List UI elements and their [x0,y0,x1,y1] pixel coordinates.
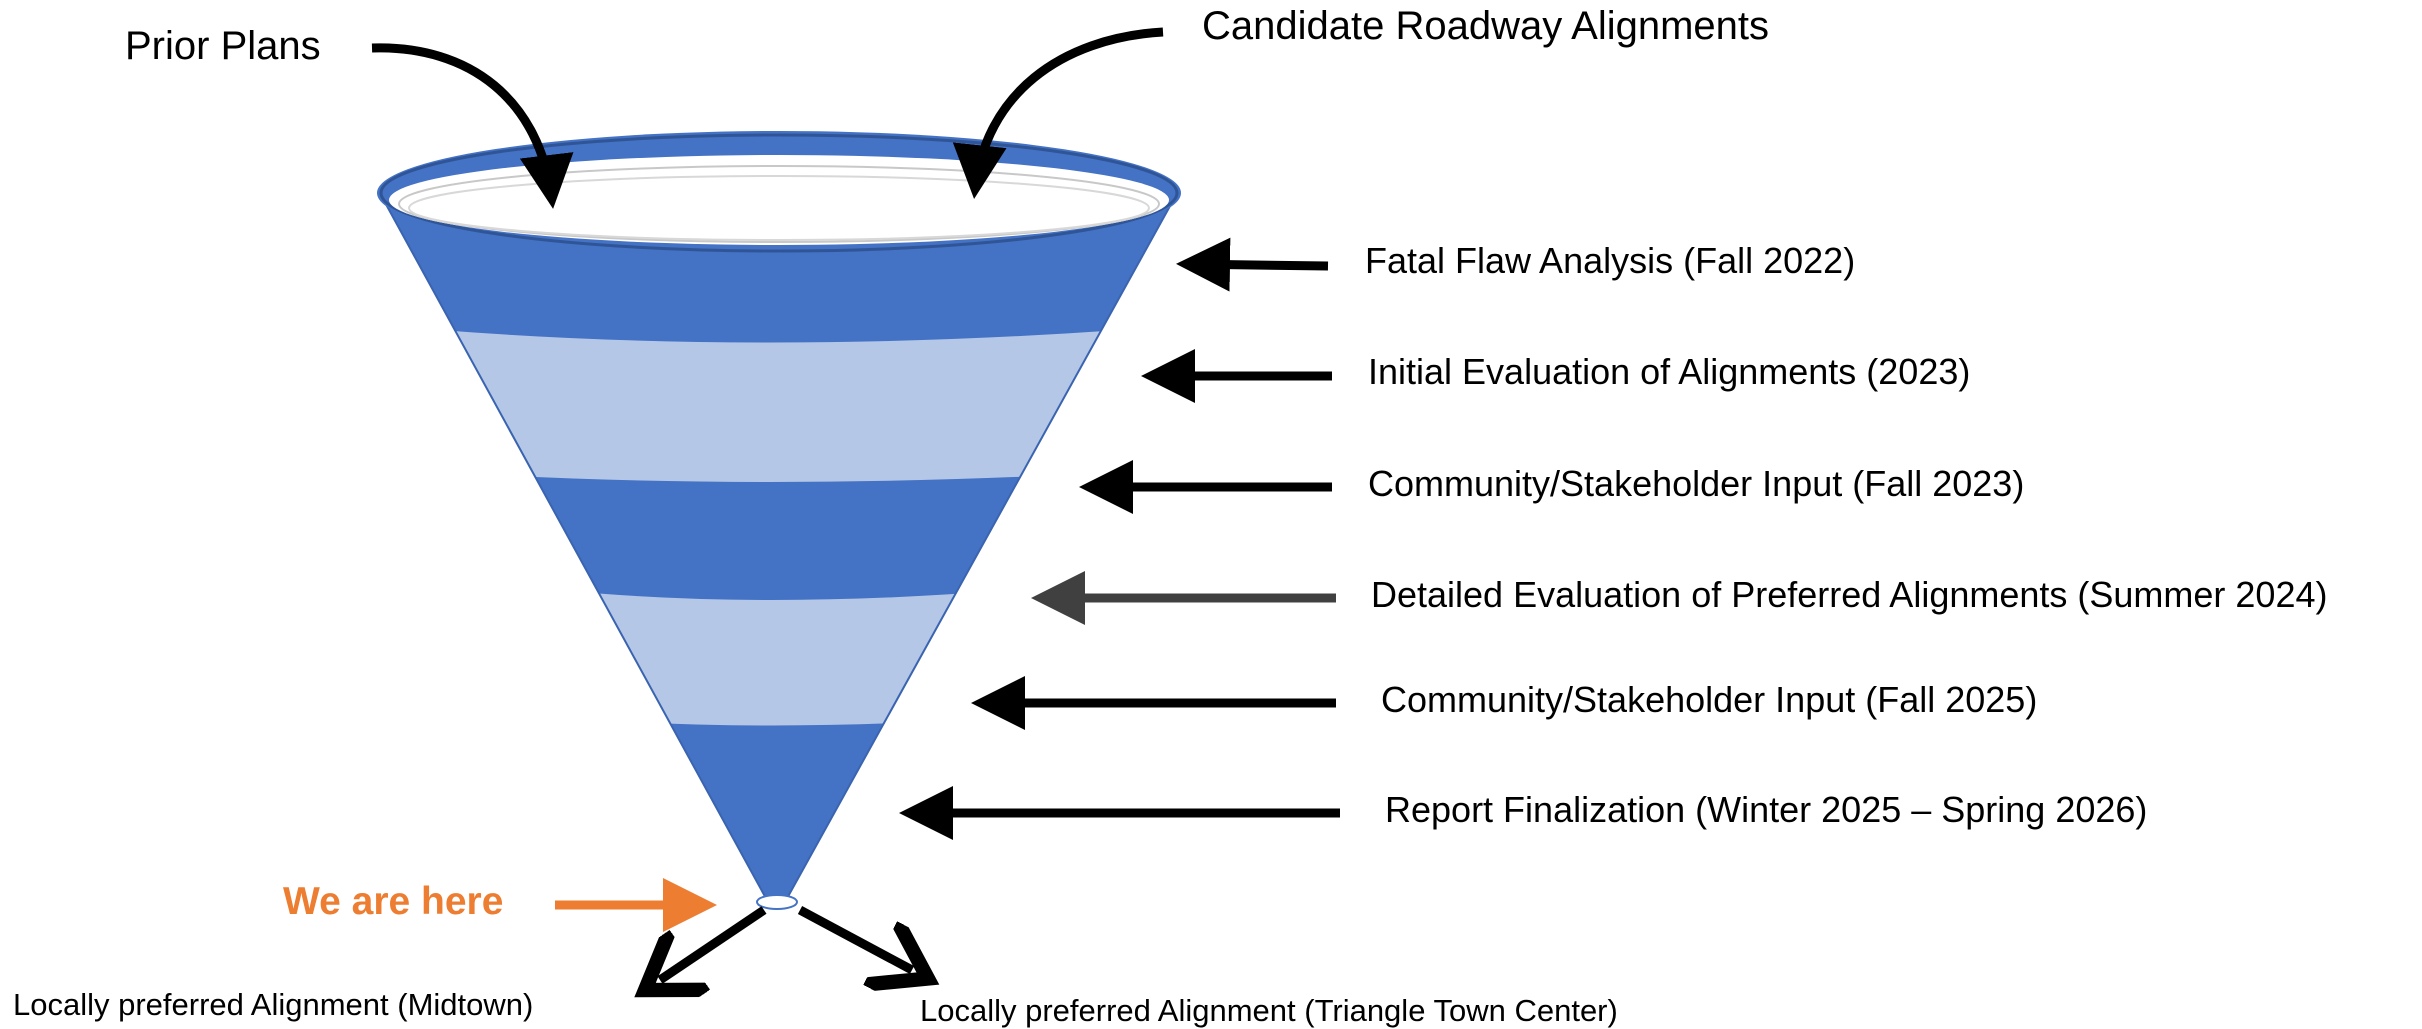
prior-plans-label: Prior Plans [125,24,321,68]
stage-label-1: Fatal Flaw Analysis (Fall 2022) [1365,240,1856,281]
funnel-rim-edge [379,133,1179,253]
stage-label-5: Community/Stakeholder Input (Fall 2025) [1381,679,2038,720]
candidate-alignments-arrow [952,27,1164,199]
stage-arrow-1 [1176,237,1329,292]
prior-plans-arrow [371,43,574,209]
funnel-opening [389,155,1169,245]
midtown-output-label: Locally preferred Alignment (Midtown) [13,987,534,1022]
funnel-outline [381,196,1176,903]
funnel-opening-ring [398,165,1160,243]
funnel-band-light-1 [440,330,1120,482]
stage-label-6: Report Finalization (Winter 2025 – Sprin… [1385,789,2148,830]
we-are-here-label: We are here [283,880,504,923]
stage-label-4: Detailed Evaluation of Preferred Alignme… [1371,574,2328,615]
funnel-body [382,197,1175,902]
stage-label-2: Initial Evaluation of Alignments (2023) [1368,351,1971,392]
funnel-spout [756,894,798,910]
candidate-alignments-label: Candidate Roadway Alignments [1202,4,1770,48]
funnel-band-light-2 [560,590,1010,726]
triangle-output-arrow [797,906,912,970]
stage-label-3: Community/Stakeholder Input (Fall 2023) [1368,463,2025,504]
midtown-output-arrow [660,906,767,980]
funnel-band-dark [382,197,1175,902]
funnel-opening-ring-inner [408,175,1150,241]
triangle-output-label: Locally preferred Alignment (Triangle To… [920,993,1618,1028]
